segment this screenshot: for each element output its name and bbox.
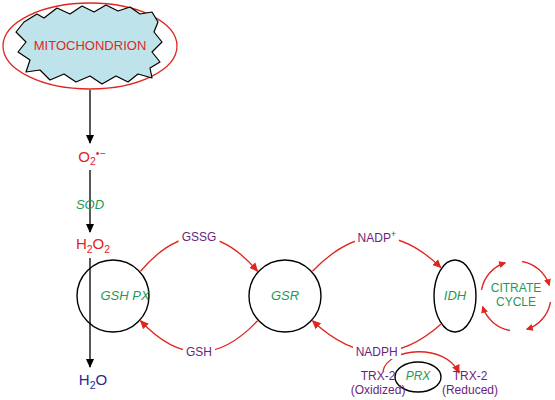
organelle-ellipse: MITOCHONDRION	[2, 2, 178, 90]
pathway-label: H2O	[79, 371, 107, 390]
pathway-label: SOD	[76, 198, 104, 213]
pathway-label: H2O2	[76, 235, 110, 254]
cycle-ring: CITRATE CYCLE	[479, 258, 553, 334]
pathway-label: O2•−	[78, 147, 105, 167]
node-label: IDH	[444, 289, 466, 304]
pathway-label: TRX-2 (Reduced)	[437, 370, 503, 398]
metabolite-label: NADPH	[353, 345, 401, 359]
pathway-label: TRX-2 (Oxidized)	[345, 370, 411, 398]
node-label: GSR	[271, 289, 299, 304]
flow-arrow	[89, 258, 90, 367]
metabolite-label: GSH	[183, 345, 215, 359]
node-label: GSH PX	[100, 289, 149, 304]
metabolite-label: NADP+	[355, 229, 399, 244]
node-label: PRX	[406, 370, 431, 384]
metabolite-label: GSSG	[179, 230, 220, 244]
flow-arrow	[89, 90, 90, 143]
enzyme-circle: GSH PX	[76, 259, 150, 333]
node-label: CITRATE CYCLE	[486, 282, 546, 310]
enzyme-circle: GSR	[248, 259, 322, 333]
enzyme-ellipse: IDH	[433, 259, 477, 333]
node-label: MITOCHONDRION	[34, 39, 147, 54]
